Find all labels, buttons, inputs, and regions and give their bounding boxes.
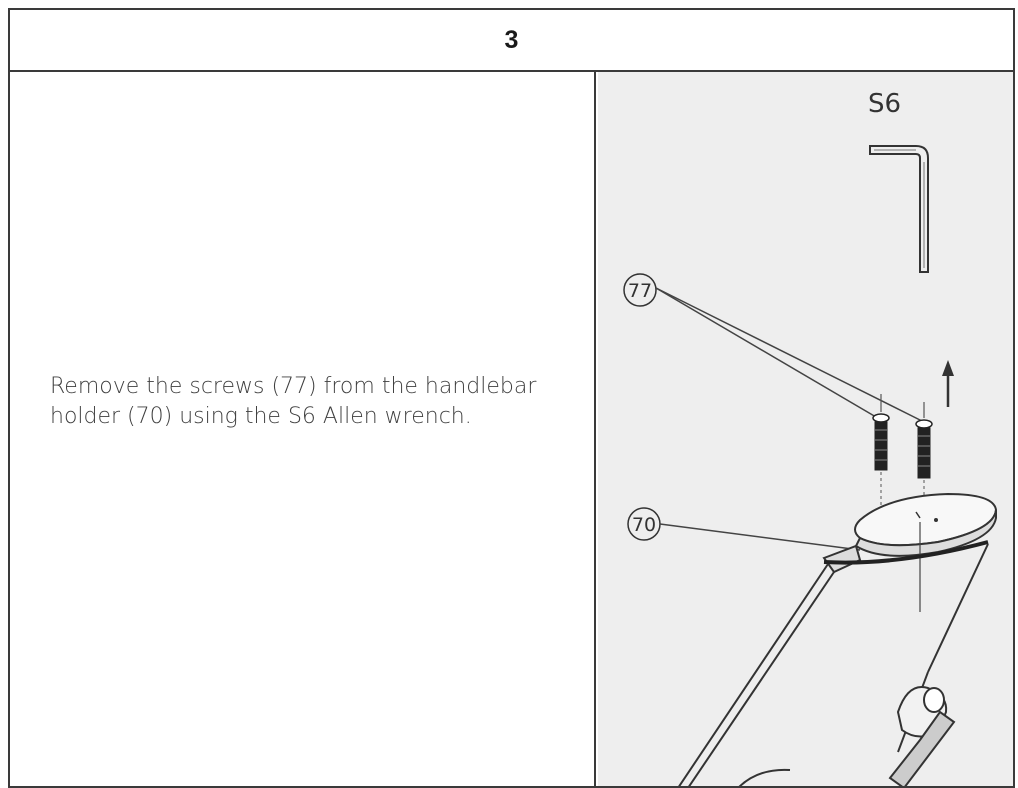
holder-callout: 70 <box>627 507 861 551</box>
holder-callout-label: 70 <box>632 514 656 536</box>
screw-right <box>915 402 933 520</box>
allen-wrench-icon <box>869 145 929 273</box>
console-mast <box>678 540 989 786</box>
instruction-cell: Remove the screws (77) from the handleba… <box>10 72 596 786</box>
adjustment-knob <box>888 686 956 786</box>
instruction-text: Remove the screws (77) from the handleba… <box>50 374 537 429</box>
screw-left <box>872 394 890 512</box>
step-number: 3 <box>10 10 1013 72</box>
diagram-cell: S6 77 <box>598 72 1013 786</box>
screw-callout-label: 77 <box>628 280 652 302</box>
screw-callout: 77 <box>623 273 925 423</box>
tool-label: S6 <box>868 89 901 119</box>
assembly-diagram: S6 77 <box>623 89 998 786</box>
step-card: 3 Remove the screws (77) from the handle… <box>8 8 1015 788</box>
handlebar-holder <box>854 492 998 612</box>
arrow-up-icon <box>942 360 954 407</box>
